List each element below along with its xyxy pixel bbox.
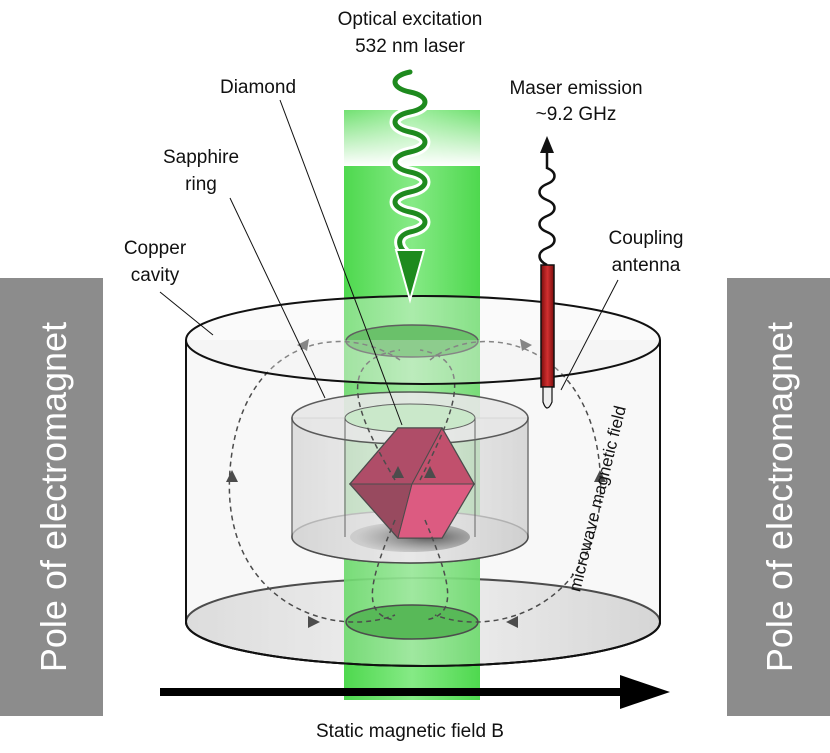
coupling-label-line2: antenna bbox=[612, 255, 681, 276]
cavity-top-rim bbox=[185, 295, 661, 385]
copper-label-line2: cavity bbox=[131, 265, 180, 286]
field-arrowheads bbox=[226, 339, 606, 628]
microwave-field-lines bbox=[228, 340, 602, 623]
coupling-antenna bbox=[540, 264, 555, 388]
coupling-label-line1: Coupling bbox=[609, 228, 684, 249]
right-pole-label: Pole of electromagnet bbox=[759, 322, 800, 672]
copper-label-line1: Copper bbox=[124, 238, 187, 259]
static-field-label: Static magnetic field B bbox=[316, 721, 504, 742]
laser-wave bbox=[392, 69, 428, 258]
right-pole bbox=[727, 278, 830, 716]
static-field-arrow-icon bbox=[620, 675, 670, 709]
beam-entry-spot bbox=[345, 324, 479, 358]
cavity-bottom-rim bbox=[185, 621, 661, 667]
antenna-tip bbox=[542, 386, 553, 409]
diamond-label: Diamond bbox=[220, 77, 296, 98]
sapphire-label-line1: Sapphire bbox=[163, 147, 239, 168]
sapphire-label-line2: ring bbox=[185, 174, 217, 195]
leader-lines bbox=[159, 99, 619, 426]
maser-label-line1: Maser emission bbox=[509, 78, 642, 99]
laser-arrow-icon bbox=[394, 249, 426, 304]
left-pole-label: Pole of electromagnet bbox=[33, 322, 74, 672]
left-pole bbox=[0, 278, 103, 716]
optical-label-line1: Optical excitation bbox=[338, 9, 483, 30]
maser-wave bbox=[538, 150, 556, 267]
maser-arrow-icon bbox=[540, 136, 554, 153]
optical-label-line2: 532 nm laser bbox=[355, 36, 466, 57]
maser-label-line2: ~9.2 GHz bbox=[536, 104, 617, 125]
